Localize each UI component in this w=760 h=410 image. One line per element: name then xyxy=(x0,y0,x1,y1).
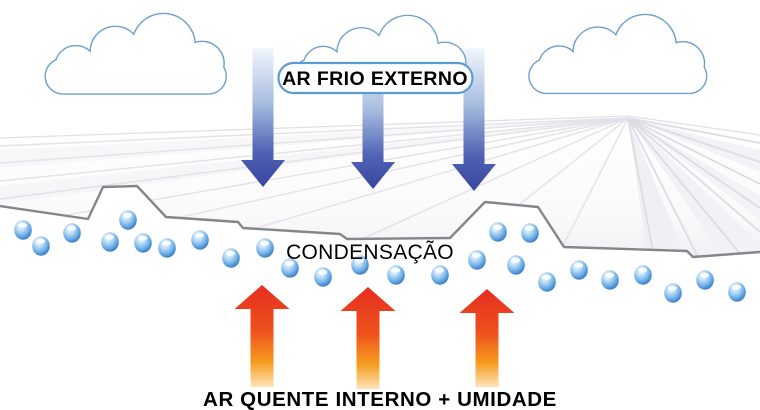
droplet-highlight xyxy=(604,272,615,278)
droplet-highlight xyxy=(524,225,535,231)
droplet-highlight xyxy=(492,224,503,230)
cloud-left xyxy=(44,12,227,95)
droplet-highlight xyxy=(137,235,148,241)
droplet-highlight xyxy=(122,212,133,218)
cold-air-label-text: AR FRIO EXTERNO xyxy=(282,68,468,90)
droplet-highlight xyxy=(731,284,742,290)
droplet-highlight xyxy=(17,222,28,228)
droplet-highlight xyxy=(259,240,270,246)
droplet-highlight xyxy=(471,252,482,258)
warm-air-label: AR QUENTE INTERNO + UMIDADE xyxy=(203,388,557,410)
cold-air-arrows xyxy=(241,48,496,191)
warm-air-arrows xyxy=(234,285,515,389)
droplet-highlight xyxy=(284,260,295,266)
droplet-highlight xyxy=(699,272,710,278)
cloud-right xyxy=(528,13,708,95)
droplet-highlight xyxy=(104,234,115,240)
droplet-highlight xyxy=(354,257,365,263)
droplet-highlight xyxy=(161,240,172,246)
condensation-droplets xyxy=(14,210,746,303)
droplet-highlight xyxy=(390,267,401,273)
roof-top-edge xyxy=(0,115,760,139)
warm-air-arrow xyxy=(340,287,396,389)
droplet-highlight xyxy=(667,285,678,291)
roof-edge-profile xyxy=(0,184,760,259)
cold-air-label: AR FRIO EXTERNO xyxy=(277,61,474,95)
droplet-highlight xyxy=(66,225,77,231)
droplet-highlight xyxy=(35,238,46,244)
condensation-label: CONDENSAÇÃO xyxy=(286,240,454,264)
droplet-highlight xyxy=(573,262,584,268)
droplet-highlight xyxy=(225,250,236,256)
droplet-highlight xyxy=(434,267,445,273)
droplet-highlight xyxy=(317,269,328,275)
droplet-highlight xyxy=(541,274,552,280)
warm-air-arrow xyxy=(459,289,515,387)
cold-air-arrow xyxy=(452,48,496,191)
warm-air-arrow xyxy=(234,285,290,387)
droplet-highlight xyxy=(510,257,521,263)
droplet-highlight xyxy=(194,232,205,238)
cold-air-arrow xyxy=(351,58,395,189)
droplet-highlight xyxy=(637,267,648,273)
cold-air-arrow xyxy=(241,48,285,187)
